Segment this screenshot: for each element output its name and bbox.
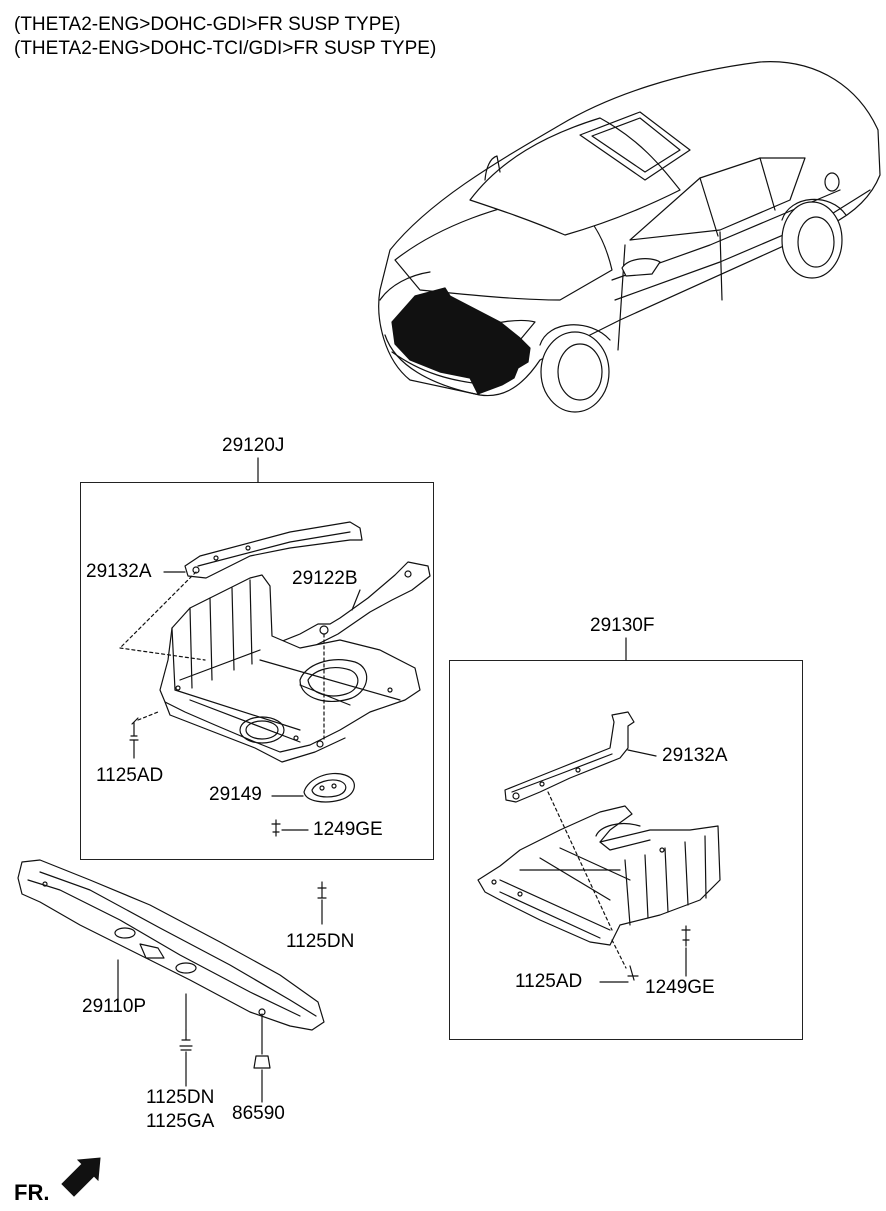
part-29110p-drawing xyxy=(17,859,325,1055)
part-label-29110p: 29110P xyxy=(82,996,147,1017)
bolt-1125ga-drawing xyxy=(179,1029,193,1087)
group-label-29130f: 29130F xyxy=(590,615,655,636)
part-label-1249ge-right: 1249GE xyxy=(645,977,715,998)
part-label-86590: 86590 xyxy=(232,1103,285,1124)
group-box-29120j xyxy=(80,482,434,860)
header-line-2: (THETA2-ENG>DOHC-TCI/GDI>FR SUSP TYPE) xyxy=(14,38,437,59)
assembly-29120j-drawing xyxy=(119,521,431,837)
bolt-1125dn-drawing xyxy=(317,881,327,925)
assembly-29130f-drawing xyxy=(477,711,721,983)
vehicle-icon xyxy=(378,61,881,413)
header-line-1: (THETA2-ENG>DOHC-GDI>FR SUSP TYPE) xyxy=(14,14,401,35)
front-direction-arrow-icon xyxy=(61,1157,101,1197)
part-label-29149: 29149 xyxy=(209,784,262,805)
part-label-1125dn-top: 1125DN xyxy=(286,931,355,952)
part-label-1249ge-left: 1249GE xyxy=(313,819,383,840)
part-label-29132a-right: 29132A xyxy=(662,745,728,766)
group-label-29120j: 29120J xyxy=(222,435,285,456)
front-direction-label: FR. xyxy=(14,1180,50,1205)
part-label-29122b: 29122B xyxy=(292,568,358,589)
part-label-1125ad-right: 1125AD xyxy=(515,971,583,992)
clip-86590-drawing xyxy=(253,1055,271,1103)
part-label-1125dn-bottom: 1125DN xyxy=(146,1087,215,1108)
part-label-29132a-left: 29132A xyxy=(86,561,152,582)
part-label-1125ad-left: 1125AD xyxy=(96,765,164,786)
part-label-1125ga: 1125GA xyxy=(146,1111,215,1132)
